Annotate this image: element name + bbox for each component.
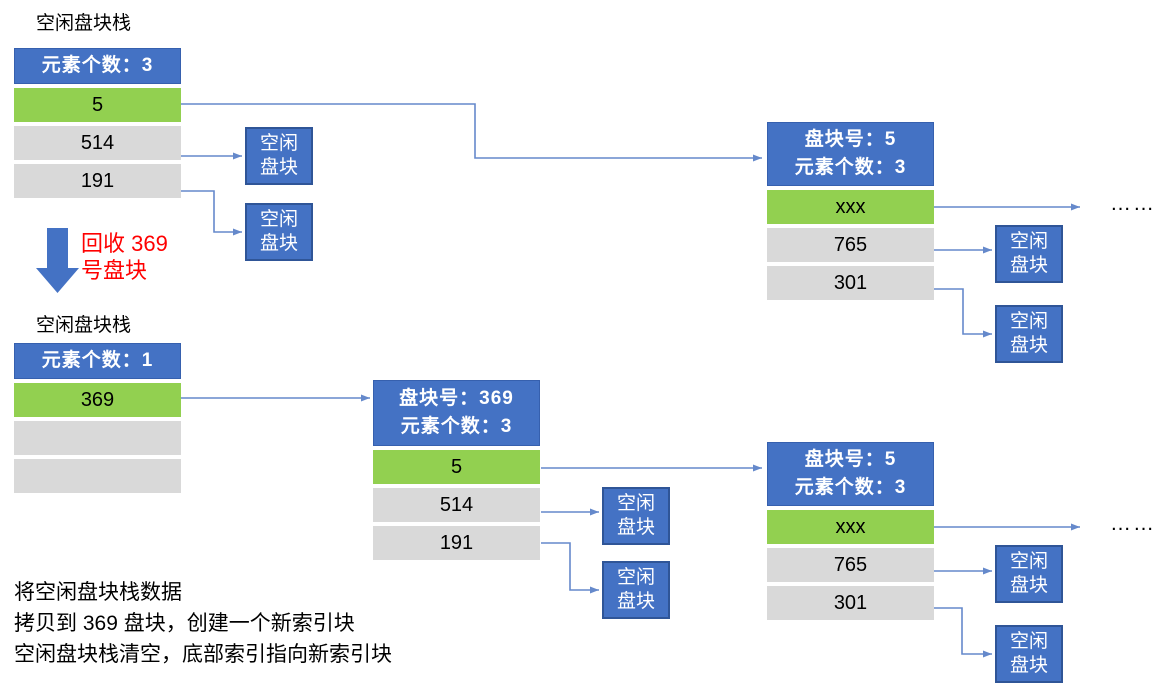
connector-stack1-191-to-freeblock: [181, 190, 242, 236]
free-block-label-line1: 空闲: [1009, 631, 1048, 652]
index-block-5-bottom-title-line2: 元素个数：3: [794, 477, 907, 498]
connector-block5top-301-to-freeblock: [934, 288, 992, 338]
stack-title-before: 空闲盘块栈: [36, 13, 132, 34]
free-block-label-line1: 空闲: [259, 133, 298, 154]
ellipsis-continuation-bottom: ……: [1110, 512, 1156, 535]
index-block-5-top: 盘块号：5 元素个数：3 xxx 765 301: [767, 122, 934, 300]
index-row-middle: 765: [767, 228, 934, 262]
caption-line2: 拷贝到 369 盘块，创建一个新索引块: [14, 612, 355, 635]
free-block-label-line1: 空闲: [259, 209, 298, 230]
free-block-label-line2: 盘块: [259, 157, 298, 178]
free-block-label-line2: 盘块: [1009, 335, 1048, 356]
free-block-label-line1: 空闲: [1009, 551, 1048, 572]
free-block-label-line2: 盘块: [1009, 575, 1048, 596]
free-block-label-line2: 盘块: [616, 591, 655, 612]
free-block-label-line2: 盘块: [616, 517, 655, 538]
free-block-box: 空闲 盘块: [995, 625, 1063, 683]
free-block-box: 空闲 盘块: [995, 305, 1063, 363]
free-block-box: 空闲 盘块: [602, 487, 670, 545]
stack-header: 元素个数：3: [14, 48, 181, 84]
recycle-note-line1: 回收 369: [81, 231, 168, 256]
ellipsis-continuation-top: ……: [1110, 192, 1156, 215]
caption-line1: 将空闲盘块栈数据: [14, 581, 182, 604]
stack-row-empty: [14, 421, 181, 455]
index-block-5-top-header: 盘块号：5 元素个数：3: [767, 122, 934, 186]
free-block-stack-before: 元素个数：3 5 514 191: [14, 48, 181, 198]
stack-row-top: 369: [14, 383, 181, 417]
index-row-bottom: 191: [373, 526, 540, 560]
index-row-top: xxx: [767, 510, 934, 544]
caption-text: 将空闲盘块栈数据 拷贝到 369 盘块，创建一个新索引块 空闲盘块栈清空，底部索…: [14, 577, 392, 670]
connector-block5bottom-301-to-freeblock: [934, 607, 992, 658]
connector-block369-191-to-freeblock: [541, 542, 599, 594]
stack-row-bottom: 191: [14, 164, 181, 198]
free-block-label-line1: 空闲: [1009, 311, 1048, 332]
index-row-top: xxx: [767, 190, 934, 224]
index-row-bottom: 301: [767, 266, 934, 300]
free-block-box: 空闲 盘块: [602, 561, 670, 619]
free-block-label-line2: 盘块: [259, 233, 298, 254]
index-block-5-bottom: 盘块号：5 元素个数：3 xxx 765 301: [767, 442, 934, 620]
free-block-label-line1: 空闲: [616, 493, 655, 514]
index-block-5-top-title-line2: 元素个数：3: [794, 157, 907, 178]
stack-row-empty: [14, 459, 181, 493]
index-block-5-bottom-title-line1: 盘块号：5: [804, 449, 897, 470]
caption-line3: 空闲盘块栈清空，底部索引指向新索引块: [14, 643, 392, 666]
index-block-369-header: 盘块号：369 元素个数：3: [373, 380, 540, 446]
index-row-middle: 514: [373, 488, 540, 522]
free-block-label-line1: 空闲: [1009, 231, 1048, 252]
connector-stack1-top-to-block5: [181, 103, 762, 162]
free-block-box: 空闲 盘块: [995, 545, 1063, 603]
index-row-bottom: 301: [767, 586, 934, 620]
index-block-5-bottom-header: 盘块号：5 元素个数：3: [767, 442, 934, 506]
index-row-top: 5: [373, 450, 540, 484]
free-block-label-line1: 空闲: [616, 567, 655, 588]
free-block-box: 空闲 盘块: [245, 127, 313, 185]
stack-row-top: 5: [14, 88, 181, 122]
stack-title-after: 空闲盘块栈: [36, 315, 132, 336]
free-block-box: 空闲 盘块: [245, 203, 313, 261]
free-block-label-line2: 盘块: [1009, 255, 1048, 276]
free-block-box: 空闲 盘块: [995, 225, 1063, 283]
index-block-369: 盘块号：369 元素个数：3 5 514 191: [373, 380, 540, 560]
recycle-down-arrow-icon: [36, 228, 79, 293]
stack-row-middle: 514: [14, 126, 181, 160]
index-row-middle: 765: [767, 548, 934, 582]
recycle-note: 回收 369 号盘块: [81, 230, 168, 284]
index-block-369-title-line1: 盘块号：369: [399, 388, 514, 409]
recycle-note-line2: 号盘块: [81, 258, 148, 283]
stack-header: 元素个数：1: [14, 343, 181, 379]
free-block-label-line2: 盘块: [1009, 655, 1048, 676]
index-block-369-title-line2: 元素个数：3: [400, 416, 513, 437]
free-block-stack-after: 元素个数：1 369: [14, 343, 181, 493]
index-block-5-top-title-line1: 盘块号：5: [804, 129, 897, 150]
